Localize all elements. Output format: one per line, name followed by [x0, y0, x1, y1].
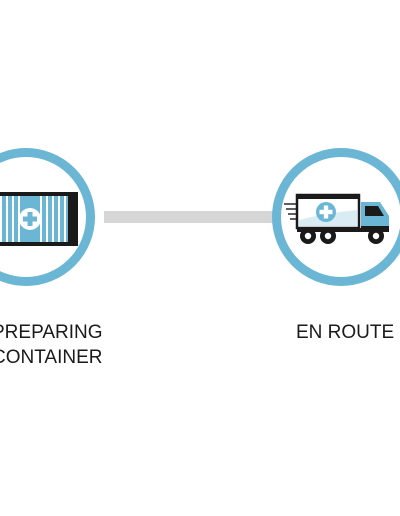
medical-truck-icon [284, 193, 389, 244]
medical-container-icon [0, 192, 78, 246]
step-label-line: EN ROUTE [296, 322, 395, 343]
step-label-line: PREPARING [0, 322, 103, 343]
step-connector-line [104, 211, 276, 223]
step-label-preparing-container: PREPARING CONTAINER [0, 320, 103, 370]
step-label-en-route: EN ROUTE [296, 320, 394, 345]
step-label-line: CONTAINER [0, 347, 103, 368]
step-ring-en-route [272, 148, 400, 286]
